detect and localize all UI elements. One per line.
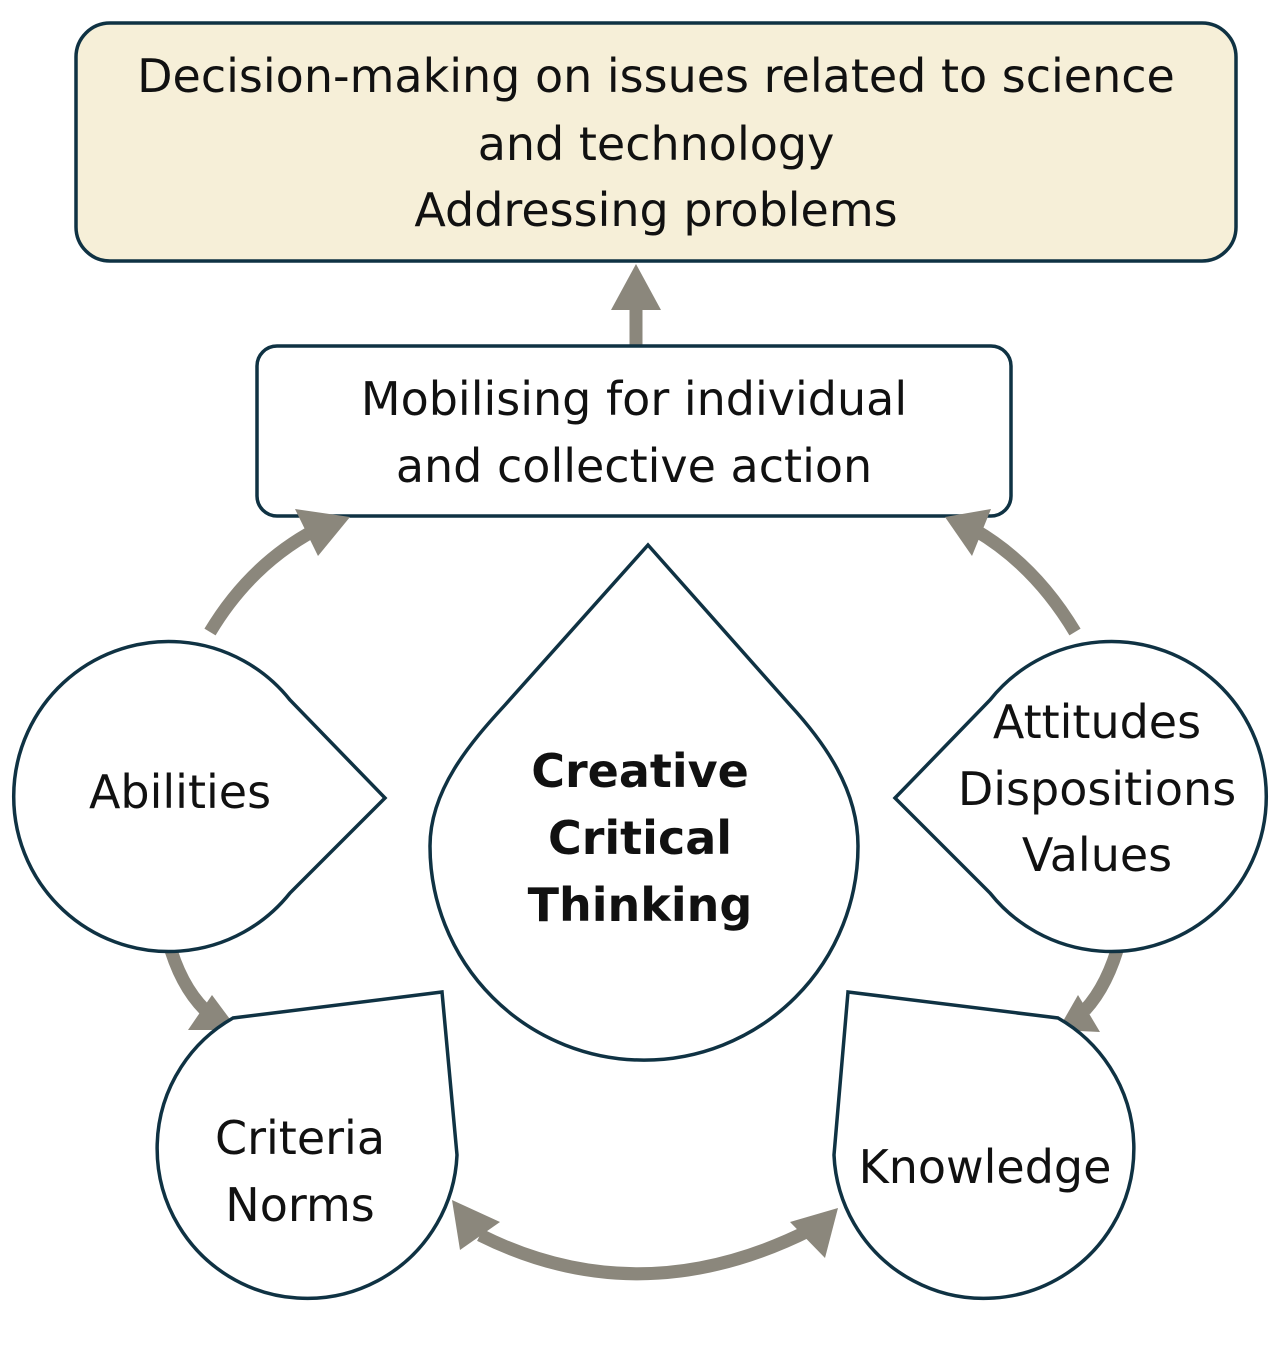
arrow-abilities-to-action-head	[295, 509, 350, 556]
center-teardrop	[428, 542, 860, 1062]
attitudes-teardrop	[892, 639, 1269, 954]
arrow-criteria-knowledge	[477, 1224, 813, 1281]
attitudes-line-2: Dispositions	[958, 762, 1236, 816]
abilities-label: Abilities	[89, 765, 271, 819]
arrow-attitudes-to-action-head	[945, 509, 991, 556]
goal-line-2: and technology	[478, 117, 835, 171]
attitudes-line-3: Values	[1022, 828, 1172, 882]
arrow-criteria-knowledge-right-head	[790, 1208, 838, 1258]
abilities-teardrop	[11, 639, 388, 954]
arrow-attitudes-to-action	[971, 524, 1081, 636]
goal-line-3: Addressing problems	[414, 183, 897, 237]
arrow-abilities-to-action	[204, 524, 319, 636]
action-box	[255, 344, 1013, 518]
goal-line-1: Decision-making on issues related to sci…	[137, 49, 1175, 103]
action-line-1: Mobilising for individual	[361, 372, 907, 426]
center-line-2: Critical	[548, 811, 732, 865]
knowledge-label: Knowledge	[859, 1140, 1112, 1194]
criteria-line-2: Norms	[225, 1178, 374, 1232]
up-arrow-head	[611, 264, 661, 310]
goal-box	[74, 21, 1238, 263]
center-line-1: Creative	[531, 744, 749, 798]
center-line-3: Thinking	[528, 878, 753, 932]
knowledge-teardrop	[832, 990, 1136, 1301]
criteria-teardrop	[155, 990, 459, 1301]
arrow-criteria-knowledge-left-head	[452, 1200, 500, 1250]
action-line-2: and collective action	[396, 439, 872, 493]
criteria-line-1: Criteria	[215, 1111, 385, 1165]
attitudes-line-1: Attitudes	[993, 695, 1201, 749]
